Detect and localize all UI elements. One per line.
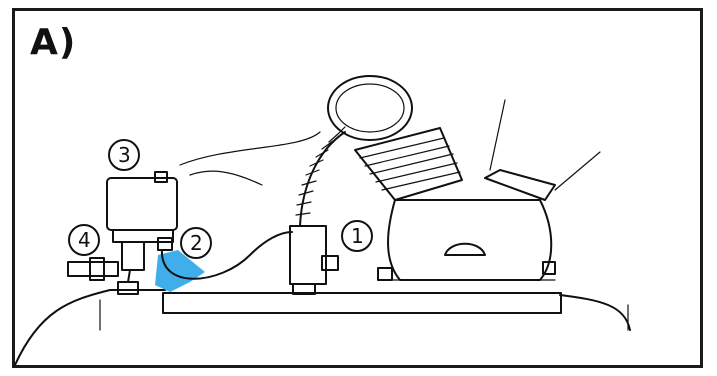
fitting-stem [128,270,130,282]
callout-3-label: 3 [118,143,131,167]
callout-1-label: 1 [351,224,364,248]
callout-2: 2 [181,228,211,258]
pressure-switch-box [107,178,177,230]
belt-line-2 [190,171,262,185]
check-valve-body [290,226,326,284]
belt-line [180,132,320,165]
callout-1: 1 [342,221,372,251]
switch-port [158,238,172,250]
callout-4-label: 4 [78,228,91,252]
callout-4: 4 [69,225,99,255]
tank-fitting [118,282,138,294]
check-valve-port [322,256,338,270]
tank-outline [15,290,630,365]
switch-fitting [122,242,144,270]
crankcase-cover [445,244,485,255]
safety-valve [68,262,118,276]
callout-3: 3 [109,140,139,170]
air-filter-inner [336,84,404,132]
crankcase [388,200,551,280]
mount-foot-left [378,268,392,280]
cylinder-right-line [490,100,505,170]
delivery-pipe [300,132,345,226]
base-plate [163,293,561,313]
cylinder-right [485,170,555,200]
cylinder-right-line-2 [555,152,600,190]
pressure-switch-base [113,230,173,242]
callout-2-label: 2 [190,231,203,255]
air-filter [328,76,412,140]
